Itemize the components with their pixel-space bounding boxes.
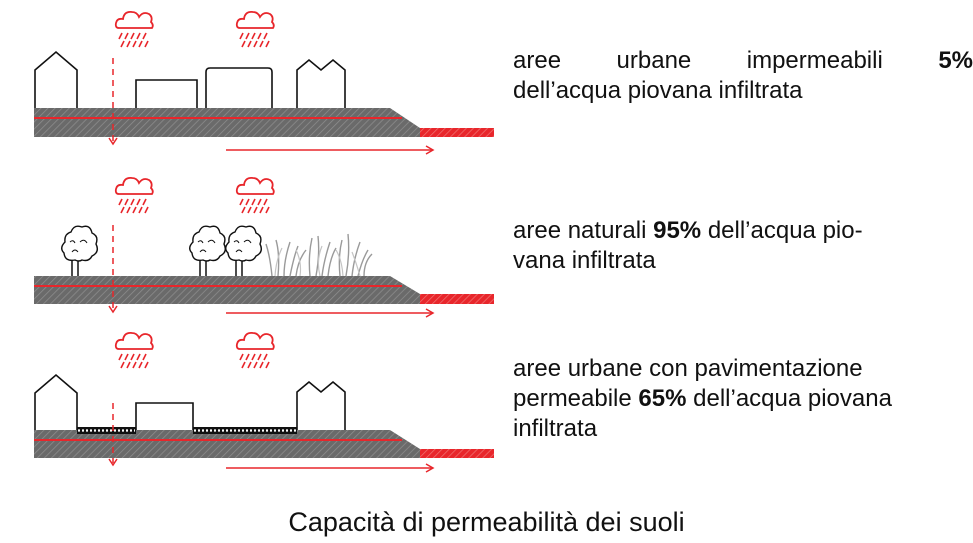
ground-layer (34, 276, 420, 304)
caption-text: permeabile (513, 385, 632, 412)
rain-cloud-icon (235, 176, 275, 214)
caption-urban-impermeable: aree urbane impermeabili 5% dell’acqua p… (513, 46, 973, 106)
scene-natural-areas: aree naturali 95% dell’acqua pio- vana i… (0, 170, 863, 335)
factory-icon (296, 58, 346, 108)
caption-text: vana infiltrata (513, 247, 656, 274)
house-icon (34, 373, 78, 430)
caption-urban-permeable: aree urbane con pavimentazione permeabil… (513, 354, 973, 444)
caption-line: aree urbane impermeabili 5% (513, 46, 973, 76)
ground-layer (34, 430, 420, 458)
percentage-value: 5% (938, 47, 973, 74)
rain-cloud-icon (235, 10, 275, 48)
tree-icon (60, 225, 99, 277)
rain-cloud-icon (235, 331, 275, 369)
caption-line: permeabile 65% dell’acqua piovana (513, 384, 973, 414)
runoff-channel (420, 449, 494, 458)
runoff-channel (420, 128, 494, 137)
caption-text: aree urbane impermeabili (513, 47, 883, 74)
caption-text: aree naturali (513, 217, 647, 244)
percentage-value: 95% (653, 217, 702, 244)
runoff-channel (420, 294, 494, 304)
scene-urban-impermeable: aree urbane impermeabili 5% dell’acqua p… (0, 0, 973, 165)
building-icon (135, 79, 198, 108)
urban-permeable-illustration (34, 331, 494, 473)
caption-text: dell’acqua pio- (707, 217, 863, 244)
tree-icon (188, 225, 227, 277)
caption-text: dell’acqua piovana (693, 385, 892, 412)
house-icon (34, 50, 78, 108)
tree-icon (224, 225, 263, 277)
caption-line: aree naturali 95% dell’acqua pio- (513, 216, 973, 246)
rain-cloud-icon (114, 10, 154, 48)
rain-cloud-icon (114, 331, 154, 369)
urban-impermeable-illustration (34, 10, 494, 155)
percentage-value: 65% (638, 385, 687, 412)
ground-layer (34, 108, 420, 137)
building-icon (135, 402, 194, 430)
rain-cloud-icon (114, 176, 154, 214)
figure-caption: Capacità di permeabilità dei suoli (288, 507, 685, 537)
building-icon (205, 67, 273, 108)
natural-areas-illustration (34, 176, 494, 318)
factory-icon (296, 380, 346, 430)
caption-text: dell’acqua piovana infiltrata (513, 77, 803, 104)
caption-text: infiltrata (513, 415, 598, 442)
scene-urban-permeable: aree urbane con pavimentazione permeabil… (0, 325, 892, 490)
caption-text: aree urbane con pavimentazione (513, 355, 863, 382)
permeable-paving (193, 427, 297, 434)
caption-natural-areas: aree naturali 95% dell’acqua pio- vana i… (513, 216, 973, 276)
